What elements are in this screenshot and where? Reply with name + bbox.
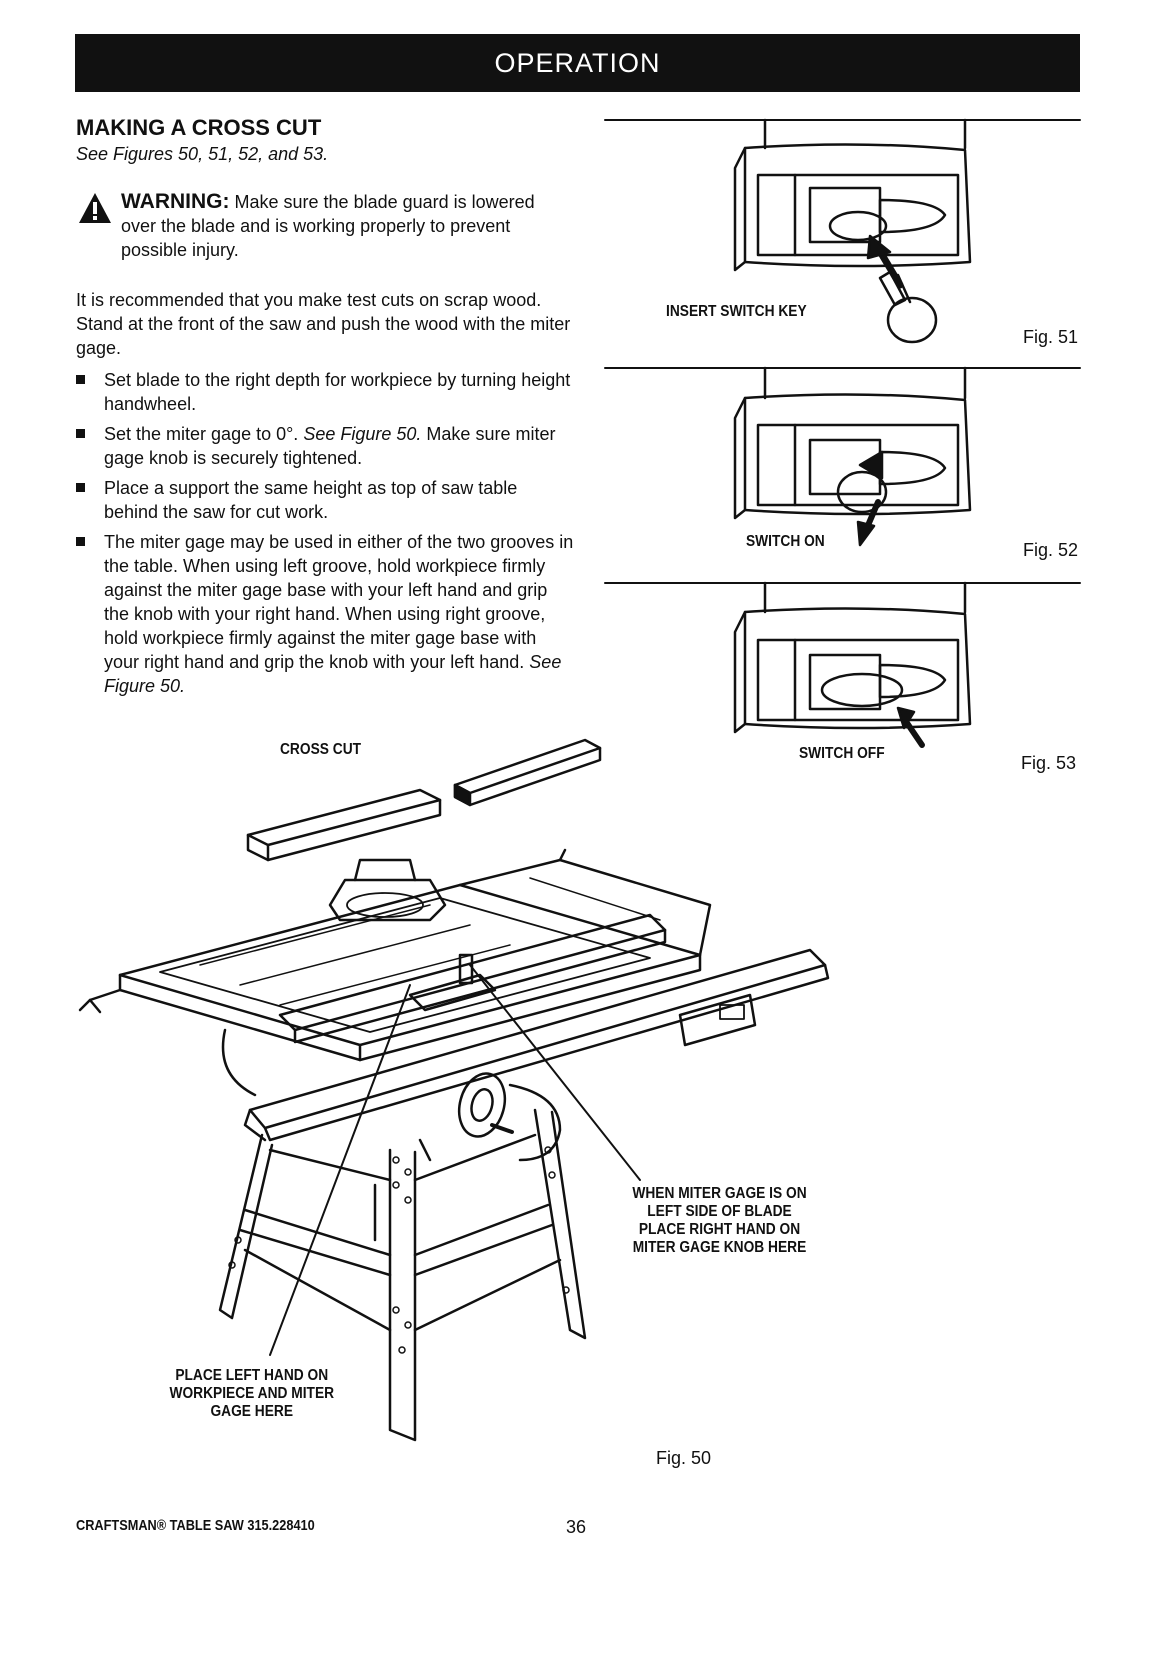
- see-figures-reference: See Figures 50, 51, 52, and 53.: [76, 144, 329, 164]
- warning-triangle-icon: [79, 193, 111, 223]
- fig-52-label: Fig. 52: [1023, 540, 1079, 560]
- switch-key-insert-illustration: [604, 118, 1081, 344]
- list-item: Set blade to the right depth for workpie…: [76, 368, 576, 416]
- warning-block: WARNING: Make sure the blade guard is lo…: [121, 190, 571, 262]
- section-header-bar: OPERATION: [75, 34, 1080, 92]
- bullet-square-icon: [76, 537, 85, 546]
- warning-text: Make sure the blade guard is lowered ove…: [121, 192, 535, 260]
- list-item-text: The miter gage may be used in either of …: [104, 532, 574, 672]
- list-item-text: Make sure miter gage knob is securely ti…: [104, 424, 556, 468]
- fig-50-label: Fig. 50: [656, 1448, 712, 1468]
- list-item: Set the miter gage to 0°. See Figure 50.…: [76, 422, 576, 470]
- switch-on-callout: SWITCH ON: [746, 533, 825, 550]
- fig-53-label: Fig. 53: [1021, 753, 1077, 773]
- instruction-list: Set blade to the right depth for workpie…: [76, 368, 576, 704]
- right-hand-callout: WHEN MITER GAGE IS ON LEFT SIDE OF BLADE…: [632, 1185, 807, 1256]
- footer-brand: CRAFTSMAN® TABLE SAW 315.228410: [76, 1517, 315, 1534]
- list-item: Place a support the same height as top o…: [76, 476, 576, 524]
- bullet-square-icon: [76, 429, 85, 438]
- list-item-text: Set blade to the right depth for workpie…: [104, 370, 571, 414]
- list-item-text: Place a support the same height as top o…: [104, 478, 518, 522]
- switch-on-illustration: [604, 366, 1081, 547]
- warning-label: WARNING:: [121, 190, 230, 213]
- list-item: The miter gage may be used in either of …: [76, 530, 576, 698]
- intro-paragraph: It is recommended that you make test cut…: [76, 290, 571, 358]
- figure-reference: See Figure 50.: [104, 652, 562, 696]
- figure-reference: See Figure 50.: [303, 424, 422, 444]
- header-title: OPERATION: [494, 47, 661, 78]
- bullet-square-icon: [76, 483, 85, 492]
- bullet-square-icon: [76, 375, 85, 384]
- switch-off-callout: SWITCH OFF: [799, 745, 885, 762]
- cross-cut-callout: CROSS CUT: [280, 741, 362, 758]
- switch-off-illustration: [604, 581, 1081, 748]
- table-saw-cross-cut-illustration: [78, 738, 830, 1442]
- left-hand-callout: PLACE LEFT HAND ON WORKPIECE AND MITER G…: [169, 1367, 335, 1420]
- insert-switch-key-callout: INSERT SWITCH KEY: [666, 303, 807, 320]
- fig-51-label: Fig. 51: [1023, 327, 1079, 347]
- section-title: MAKING A CROSS CUT: [76, 115, 322, 140]
- list-item-text: Set the miter gage to 0°.: [104, 424, 299, 444]
- page-number: 36: [566, 1517, 587, 1537]
